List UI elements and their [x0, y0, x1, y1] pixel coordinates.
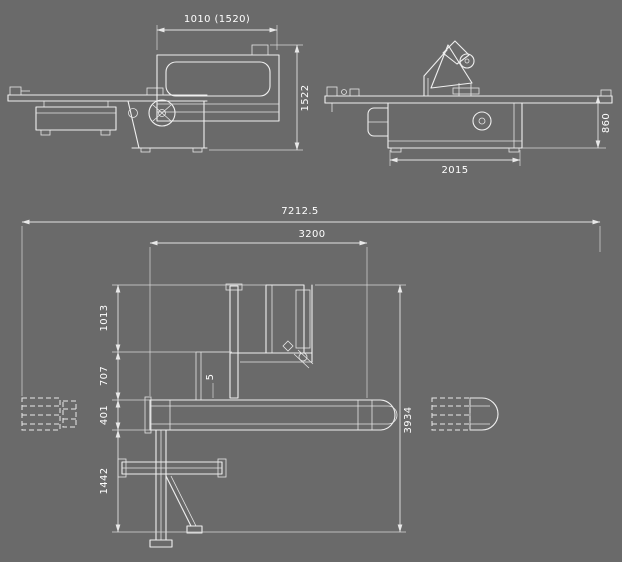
brand-emblem — [472, 111, 492, 131]
blade-plan — [298, 352, 308, 362]
dim-label-depth-3: 401 — [99, 405, 110, 425]
machine-body-front — [387, 102, 523, 149]
dim-label-overall-length: 7212.5 — [281, 206, 318, 217]
dim-label-side-height: 1522 — [300, 84, 311, 111]
right-phantom-support — [431, 397, 471, 431]
front-view-dimensions: 2015 860 — [389, 95, 612, 176]
support-end-cap — [469, 397, 499, 431]
dim-label-side-width: 1010 (1520) — [184, 14, 250, 25]
table-clamp — [326, 86, 338, 97]
dim-label-front-height: 860 — [601, 113, 612, 133]
plan-view-dimensions: 7212.5 3200 1013 707 401 1442 3934 5 — [21, 206, 601, 533]
handwheel — [128, 108, 138, 118]
beam-round-end — [379, 399, 396, 431]
support-box — [35, 106, 117, 131]
left-phantom-support — [21, 397, 77, 431]
side-view-drawing — [7, 44, 280, 153]
dim-label-depth-1: 1013 — [99, 304, 110, 331]
saw-blade — [148, 99, 176, 127]
dim-label-depth-2: 707 — [99, 366, 110, 386]
dim-label-depth-4: 1442 — [99, 467, 110, 494]
crosscut-frame — [156, 54, 280, 122]
riving-guard — [146, 87, 164, 96]
dim-label-front-width: 2015 — [441, 165, 468, 176]
guard-wheel — [459, 53, 475, 69]
dim-label-overall-width: 3934 — [403, 406, 414, 433]
frame-top-fitting — [251, 44, 269, 56]
blade-guard — [430, 44, 473, 89]
dim-label-gap: 5 — [205, 374, 216, 381]
front-view-drawing — [324, 40, 613, 153]
dim-label-slider-length: 3200 — [298, 229, 325, 240]
side-view-dimensions: 1010 (1520) 1522 — [156, 14, 311, 151]
